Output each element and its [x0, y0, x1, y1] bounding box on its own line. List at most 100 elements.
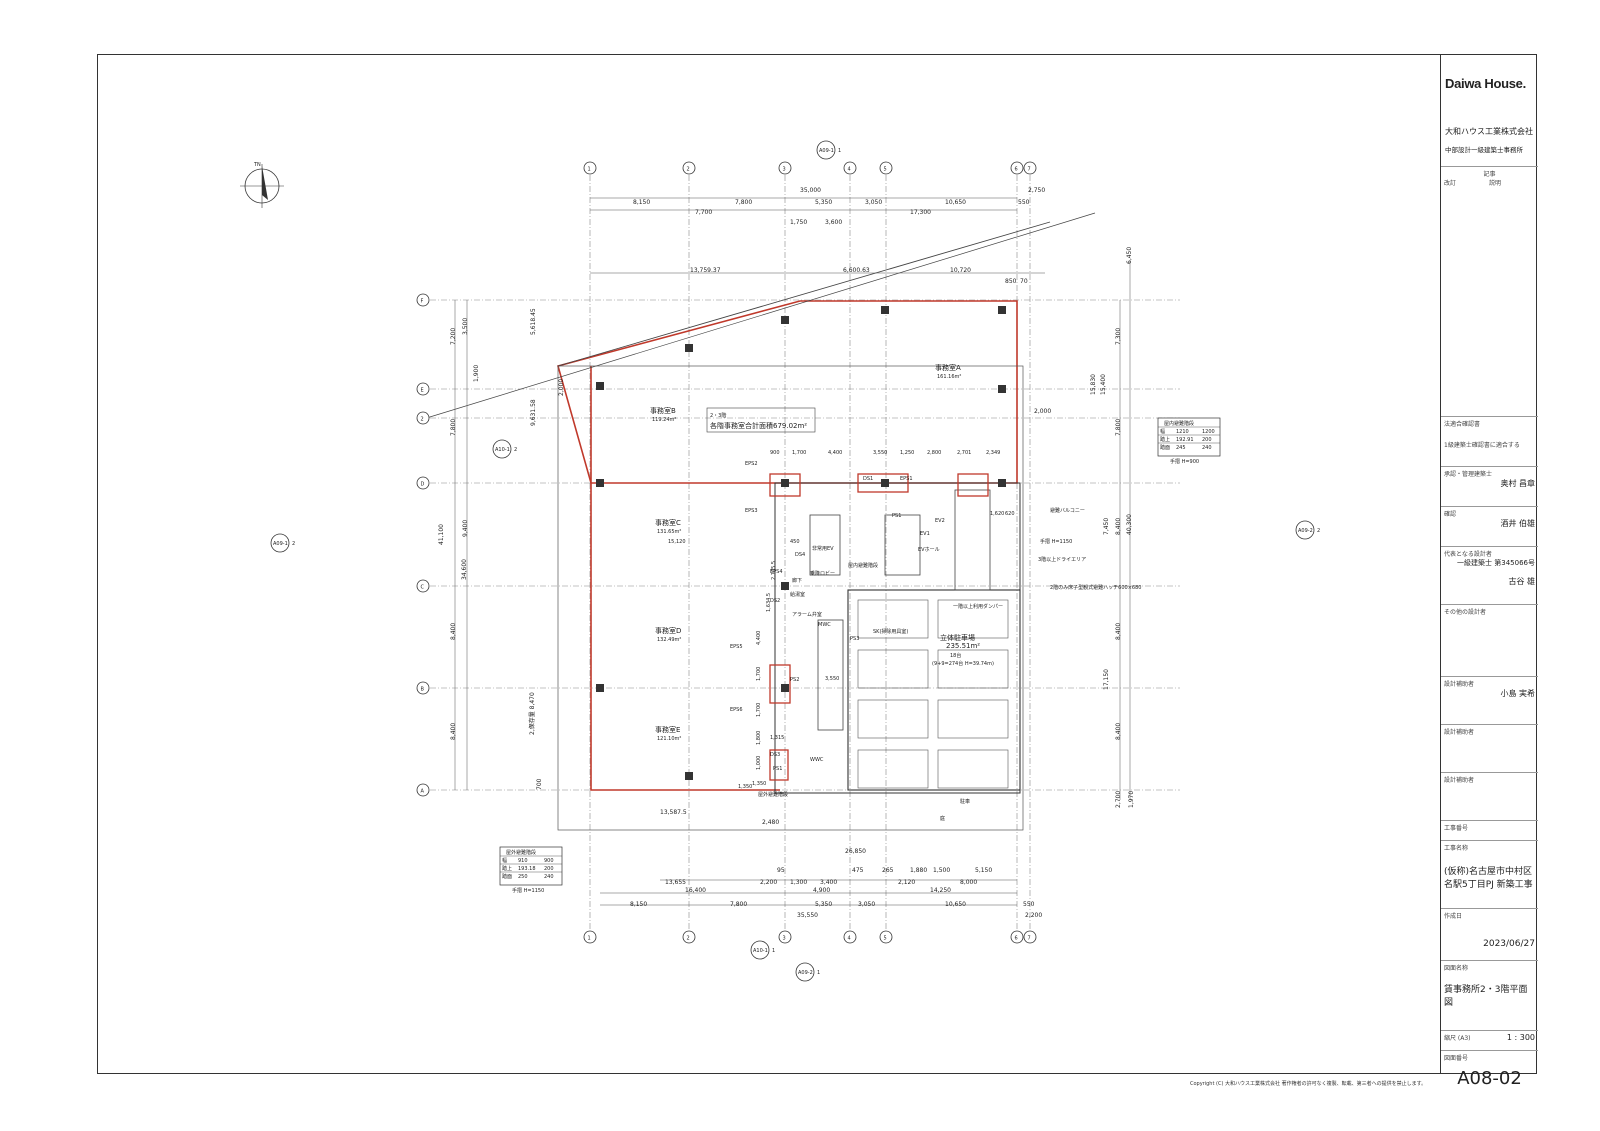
job-no-label: 工事番号 [1444, 825, 1469, 832]
parking-count: 18台 [950, 652, 961, 659]
grid-col-bubble [583, 161, 597, 175]
dimension-left: 700 [536, 778, 543, 790]
dimension-bottom: 550 [1023, 901, 1035, 908]
core-label: 避難バルコニー [1050, 507, 1085, 514]
grid-row-bubble [416, 382, 430, 396]
structural-column [781, 684, 789, 692]
parking-spec: (9+9=274台 H=39.74m) [932, 660, 994, 667]
parking-bay [937, 599, 1009, 639]
core-room [954, 489, 991, 591]
stair-table-cell: 240 [1202, 445, 1212, 451]
dimension-top: 1,750 [790, 219, 807, 226]
assistant2-block: 設計補助者 [1441, 724, 1538, 772]
dimension-top: 7,800 [735, 199, 752, 206]
core-label: 非常用EV [812, 545, 834, 552]
grid-col-bubble [879, 930, 893, 944]
grid-row-bubble [416, 476, 430, 490]
drawing-sheet [97, 54, 1537, 1074]
shaft-red [769, 473, 801, 497]
stair-table-frame [1157, 417, 1221, 457]
dimension-core: 2,349 [986, 450, 1000, 456]
dimension-right: 7,800 [1115, 419, 1122, 436]
dimension-bottom: 4,900 [813, 887, 830, 894]
section-bubble [816, 140, 836, 160]
core-label: 一階以上利用ダンパー [953, 603, 1003, 610]
core-label: PS1 [892, 513, 901, 519]
section-bubble [750, 940, 770, 960]
structural-column [685, 772, 693, 780]
dimension-top: 70 [1020, 278, 1028, 285]
dimension-core: 4,400 [828, 450, 842, 456]
copyright-notice: Copyright (C) 大和ハウス工業株式会社 著作権者の許可なく複製、転載… [1190, 1081, 1427, 1087]
dimension-core: 4,400 [756, 631, 762, 645]
core-label: WWC [810, 757, 824, 763]
dimension-bottom: 2,120 [898, 879, 915, 886]
core-label: 廊下 [792, 577, 802, 584]
room-area: 131.65m² [657, 529, 681, 535]
section-mark: A10-1 [753, 948, 768, 954]
section-mark: A09-2 [798, 970, 813, 976]
dimension-left: 8,400 [450, 623, 457, 640]
stair-table-cell: 910 [518, 858, 528, 864]
stair-table-cell: 193.18 [518, 866, 536, 872]
structural-column [596, 382, 604, 390]
date-label: 作成日 [1444, 913, 1463, 920]
room-name: 事務室B [650, 406, 676, 415]
dimension-top: 8,150 [633, 199, 650, 206]
core-label: EPS2 [745, 461, 758, 467]
assistant2-label: 設計補助者 [1444, 729, 1475, 736]
room-area: 121.10m² [657, 736, 681, 742]
structural-column [781, 479, 789, 487]
grid-row-label: E [421, 388, 424, 394]
company-name: 大和ハウス工業株式会社 [1445, 127, 1533, 136]
assistant1-name: 小島 実希 [1500, 689, 1535, 698]
core-label: DS4 [795, 552, 805, 558]
section-number: 2 [514, 447, 517, 453]
dimension-top: 550 [1018, 199, 1030, 206]
grid-row-label: C [421, 585, 425, 591]
dimension-right: 7,450 [1103, 518, 1110, 535]
stair-table-cell: 1200 [1202, 429, 1215, 435]
drawing-no-block: 図面番号 A08-02 [1441, 1050, 1538, 1090]
core-label: EPS5 [730, 644, 743, 650]
grid-col-label: 5 [884, 936, 887, 942]
core-label: 庭 [940, 815, 945, 822]
grid-col-label: 1 [588, 936, 591, 942]
date-value: 2023/06/27 [1483, 939, 1535, 949]
shaft-red [769, 664, 791, 704]
dimension-core: 1,350 [738, 784, 752, 790]
structural-column [596, 479, 604, 487]
dimension-bottom: 16,400 [685, 887, 706, 894]
dimension-bottom: 1,500 [933, 867, 950, 874]
grid-col-bubble [682, 930, 696, 944]
dimension-top: 3,600 [825, 219, 842, 226]
stair-table-cell: 240 [544, 874, 554, 880]
drawing-no-label: 図面番号 [1444, 1055, 1469, 1062]
core-label: 2階のみ床子型観式避難ハッチ600×680 [1050, 584, 1141, 591]
dimension-bottom: 3,050 [858, 901, 875, 908]
core-label: EPS4 [770, 569, 783, 575]
room-area: 161.16m² [937, 374, 961, 380]
dimension-top: 3,050 [865, 199, 882, 206]
grid-col-bubble [1010, 930, 1024, 944]
stair-table-cell: 踏上 [1160, 436, 1170, 443]
core-label: 屋内避難階段 [848, 562, 878, 569]
title-block: Daiwa House. 大和ハウス工業株式会社 中部設計一級建築士事務所 記事… [1440, 54, 1538, 1089]
grid-col-label: 4 [848, 936, 851, 942]
dimension-left: 9,631.58 [530, 399, 537, 426]
section-mark: A09-2 [1298, 528, 1313, 534]
core-label: 3階以上ドライエリア [1038, 556, 1086, 563]
grid-col-bubble [1010, 161, 1024, 175]
dimension-left: 34,600 [461, 559, 468, 580]
dimension-right: 2,700 [1115, 791, 1122, 808]
stair-table-cell: 踏面 [502, 873, 512, 880]
core-label: EPS6 [730, 707, 743, 713]
room-name: 事務室D [655, 626, 681, 635]
building-outline [419, 212, 1096, 831]
dimension-bottom: 5,350 [815, 901, 832, 908]
dimension-right: 1,970 [1128, 791, 1135, 808]
dimension-bottom: 14,250 [930, 887, 951, 894]
room-area: 132.49m² [657, 637, 681, 643]
dimension-bottom: 2,480 [762, 819, 779, 826]
